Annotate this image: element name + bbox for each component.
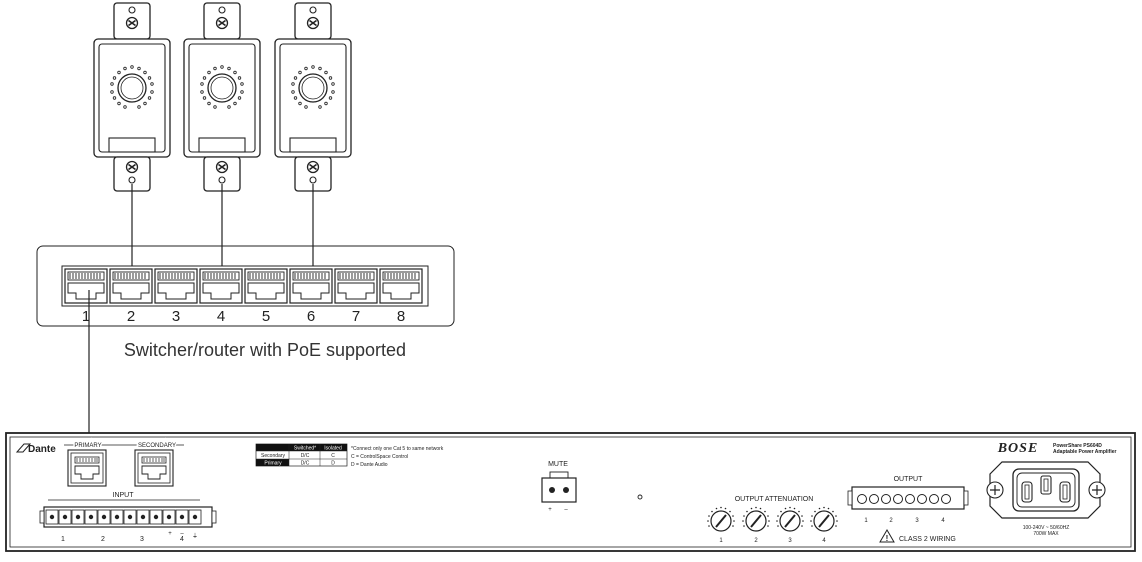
model-description: Adaptable Power Amplifier <box>1053 449 1116 455</box>
ground-icon: ⏚ <box>192 533 198 540</box>
note-controlspace: C = ControlSpace Control <box>351 454 408 460</box>
output-attenuation-label: OUTPUT ATTENUATION <box>735 496 814 503</box>
table-cell: D/C <box>301 461 310 467</box>
table-cell: D/C <box>301 453 310 459</box>
switch-port-7 <box>334 268 378 304</box>
class2-wiring-label: CLASS 2 WIRING <box>899 536 956 543</box>
input-number-3: 3 <box>140 536 144 543</box>
svg-text:!: ! <box>886 534 889 543</box>
port-label-3: 3 <box>172 308 180 325</box>
wall-panel-3 <box>274 2 352 192</box>
output-terminal-block[interactable] <box>847 486 969 510</box>
port-label-5: 5 <box>262 308 270 325</box>
attenuation-number-4: 4 <box>822 538 826 544</box>
table-header-isolated: Isolated <box>324 446 342 452</box>
output-number-2: 2 <box>889 518 893 524</box>
output-label: OUTPUT <box>894 476 924 483</box>
switch-port-8 <box>379 268 423 304</box>
input-terminal-block[interactable] <box>39 506 217 528</box>
port-label-7: 7 <box>352 308 360 325</box>
indicator-led <box>637 494 643 500</box>
table-header-switched: Switched* <box>294 446 316 452</box>
input-number-4: 4 <box>180 536 184 543</box>
mute-minus: – <box>564 507 568 513</box>
table-row-secondary: Secondary <box>261 453 285 459</box>
wall-panel-2 <box>183 2 261 192</box>
output-number-4: 4 <box>941 518 945 524</box>
mute-plus: + <box>548 507 552 513</box>
port-label-2: 2 <box>127 308 135 325</box>
primary-label: PRIMARY <box>74 443 101 449</box>
switch-port-6 <box>289 268 333 304</box>
table-cell: C <box>331 453 335 459</box>
note-dante-audio: D = Dante Audio <box>351 462 388 468</box>
input-label: INPUT <box>113 492 135 499</box>
table-row-primary: Primary <box>264 461 282 467</box>
model-name: PowerShare PS604D <box>1053 443 1102 449</box>
note-connect-one: *Connect only one Cat 5 to same network <box>351 446 444 452</box>
secondary-label: SECONDARY <box>138 443 176 449</box>
attenuation-number-3: 3 <box>788 538 792 544</box>
port-label-6: 6 <box>307 308 315 325</box>
switch-port-3 <box>154 268 198 304</box>
mute-connector[interactable] <box>541 471 577 503</box>
switch-port-1 <box>64 268 108 304</box>
poe-switch <box>36 245 455 327</box>
input-number-2: 2 <box>101 536 105 543</box>
output-number-3: 3 <box>915 518 919 524</box>
switch-caption: Switcher/router with PoE supported <box>124 340 406 360</box>
power-inlet <box>986 461 1106 519</box>
attenuation-number-2: 2 <box>754 538 758 544</box>
primary-port[interactable] <box>67 449 107 487</box>
warning-icon: ! <box>879 529 895 543</box>
dante-logo-text: Dante <box>28 444 56 455</box>
dante-logo: Dante <box>15 443 56 455</box>
switch-port-4 <box>199 268 243 304</box>
switch-port-2 <box>109 268 153 304</box>
attenuation-number-1: 1 <box>719 538 723 544</box>
bose-logo: BOSE <box>997 441 1039 456</box>
secondary-port[interactable] <box>134 449 174 487</box>
power-max: 700W MAX <box>1033 531 1059 537</box>
wall-panel-1 <box>93 2 171 192</box>
port-label-1: 1 <box>82 308 90 325</box>
table-cell: D <box>331 461 335 467</box>
svg-text:–: – <box>180 531 184 537</box>
network-table: Switched* Isolated Secondary D/C C Prima… <box>255 443 348 467</box>
port-label-8: 8 <box>397 308 405 325</box>
input-number-1: 1 <box>61 536 65 543</box>
svg-text:+: + <box>168 531 172 537</box>
output-number-1: 1 <box>864 518 868 524</box>
power-rating: 100-240V ~ 50/60HZ <box>1023 525 1070 531</box>
port-label-4: 4 <box>217 308 225 325</box>
mute-label: MUTE <box>548 461 568 468</box>
switch-port-5 <box>244 268 288 304</box>
